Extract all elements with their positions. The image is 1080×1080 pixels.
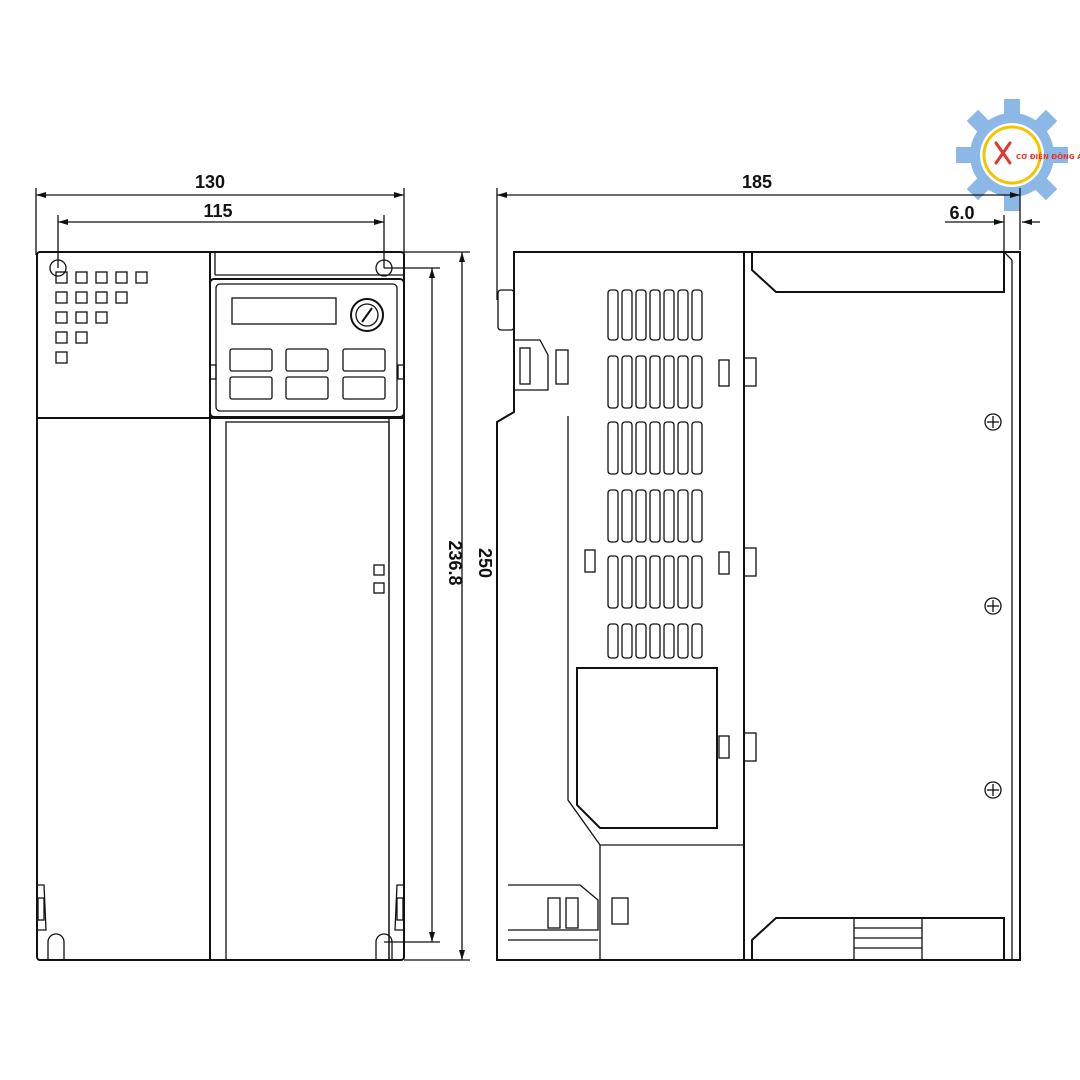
mount-hole-top-left <box>49 259 67 277</box>
dim-hole-height: 236.8 <box>445 540 465 585</box>
side-dimensions: 185 6.0 <box>496 172 1040 300</box>
keypad-panel <box>209 278 405 418</box>
front-view <box>36 251 405 961</box>
terminal-cover <box>210 417 404 961</box>
key-1 <box>229 348 273 372</box>
control-knob-icon <box>350 298 384 332</box>
dim-front-height: 250 <box>475 548 495 578</box>
tools-icon <box>994 141 1012 165</box>
key-3 <box>342 348 386 372</box>
gear-icon <box>956 99 1068 211</box>
screw-icon-2 <box>984 597 1002 615</box>
screw-icon-1 <box>984 413 1002 431</box>
mount-hole-top-right <box>375 259 393 277</box>
bottom-fins <box>853 918 923 960</box>
key-6 <box>342 376 386 400</box>
company-logo: CƠ ĐIỆN ĐÔNG Á <box>956 99 1080 211</box>
logo-text: CƠ ĐIỆN ĐÔNG Á <box>1016 152 1080 161</box>
dim-side-offset: 6.0 <box>949 203 974 223</box>
key-4 <box>229 376 273 400</box>
lcd-display <box>231 297 337 325</box>
key-2 <box>285 348 329 372</box>
key-5 <box>285 376 329 400</box>
dim-front-width: 130 <box>195 172 225 192</box>
screw-icon-3 <box>984 781 1002 799</box>
side-view <box>496 251 1021 961</box>
front-dimensions: 130 115 236.8 250 <box>35 172 495 961</box>
dim-hole-width: 115 <box>203 201 232 221</box>
side-vent-slots <box>607 289 703 659</box>
dim-side-depth: 185 <box>742 172 772 192</box>
front-vent-grid <box>55 271 148 364</box>
